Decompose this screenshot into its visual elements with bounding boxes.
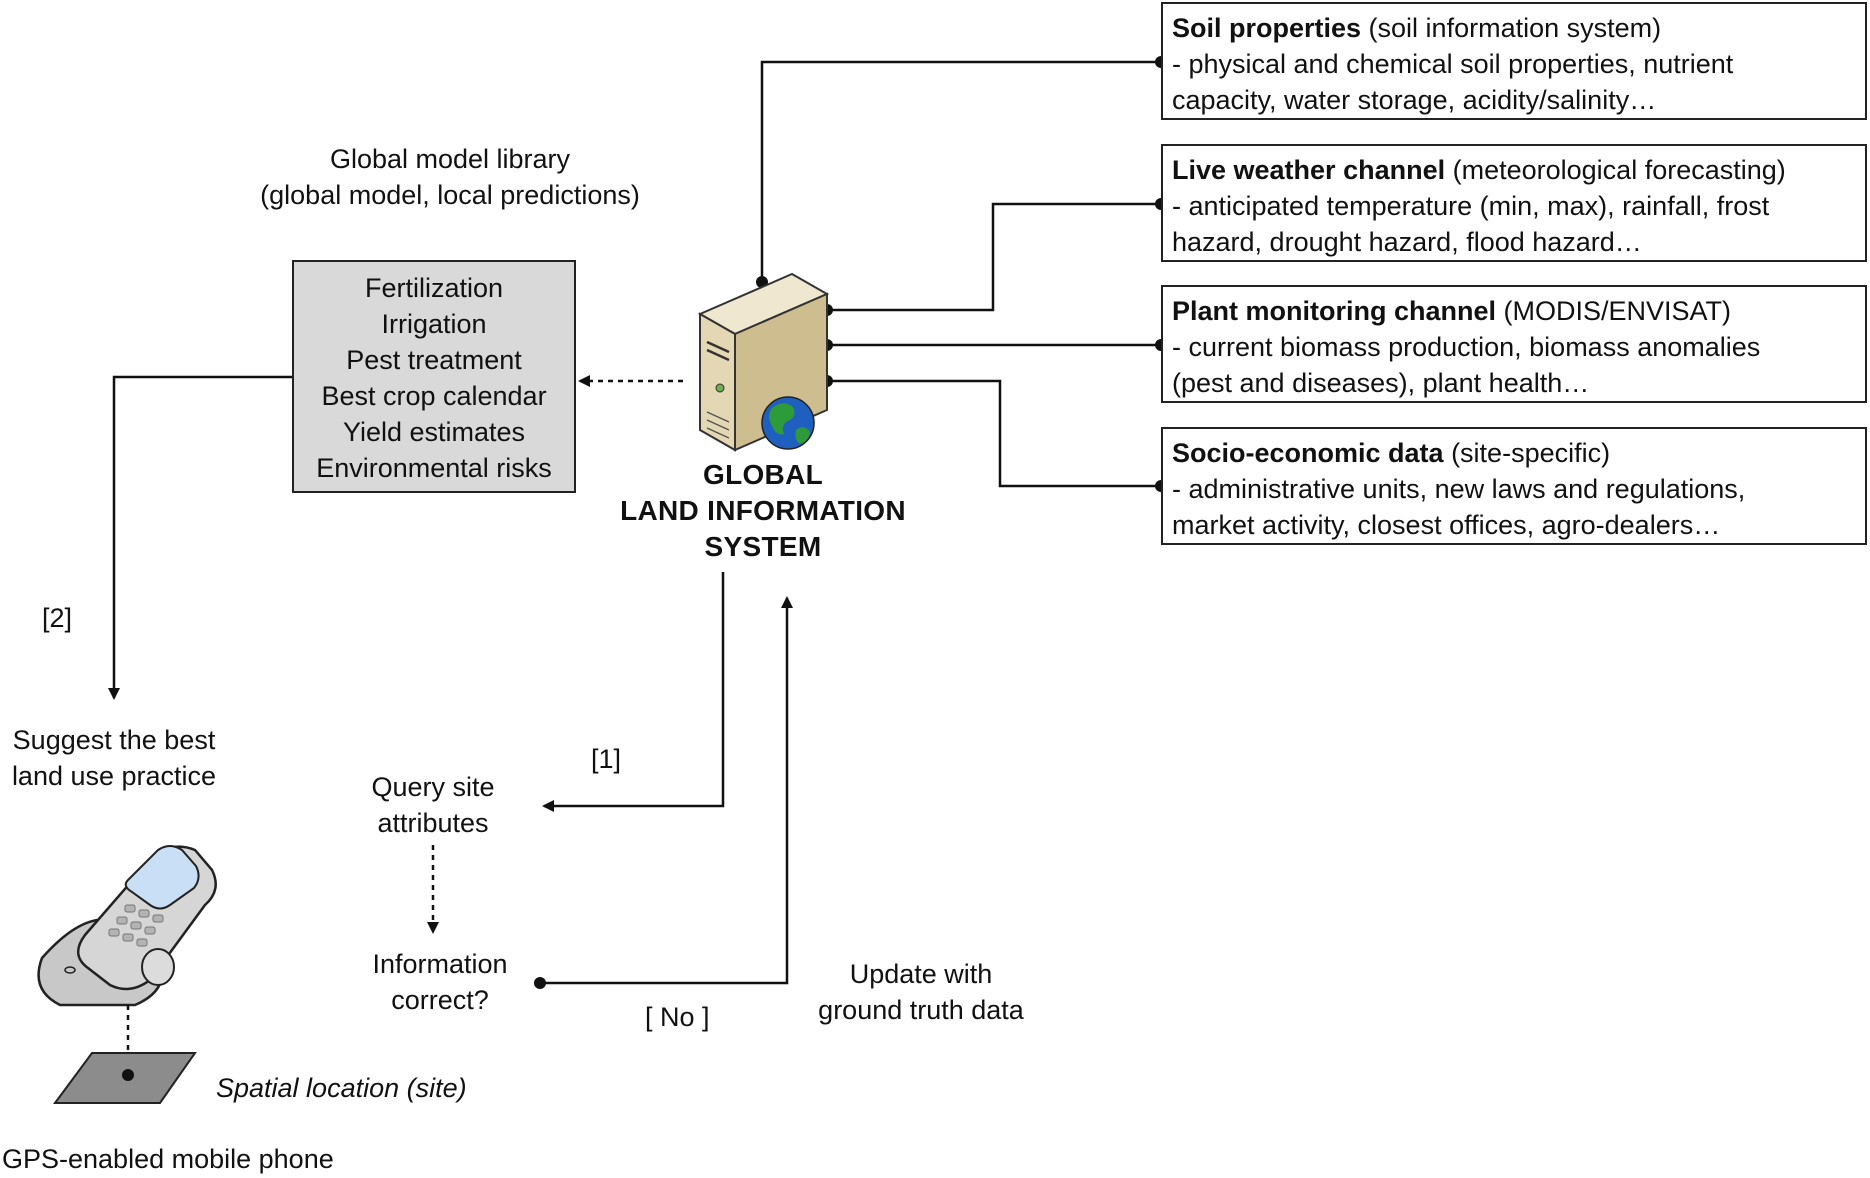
update-arrow (534, 596, 793, 989)
source-detail: hazard, drought hazard, flood hazard… (1172, 227, 1642, 257)
step-1-label: [1] (591, 744, 622, 774)
source-qualifier: (meteorological forecasting) (1445, 155, 1786, 185)
query-line: Query site (371, 772, 495, 802)
suggest-line: Suggest the best (12, 725, 216, 755)
query-line: attributes (377, 808, 489, 838)
model-item: Pest treatment (346, 345, 522, 375)
mobile-phone-icon (37, 845, 217, 1007)
system-title: GLOBAL LAND INFORMATION SYSTEM (600, 457, 926, 565)
model-item: Environmental risks (316, 453, 552, 483)
source-detail: (pest and diseases), plant health… (1172, 368, 1590, 398)
source-title: Plant monitoring channel (1172, 296, 1497, 326)
correct-line: correct? (391, 985, 489, 1015)
site-parcel (53, 1052, 197, 1104)
source-qualifier: (site-specific) (1443, 438, 1611, 468)
system-title-line: SYSTEM (704, 531, 822, 562)
update-line: Update with (849, 959, 993, 989)
source-detail: capacity, water storage, acidity/salinit… (1172, 85, 1657, 115)
model-item: Best crop calendar (321, 381, 547, 411)
weather-channel-box: Live weather channel (meteorological for… (1161, 144, 1867, 262)
soil-properties-box: Soil properties (soil information system… (1161, 2, 1867, 120)
source-qualifier: (soil information system) (1361, 13, 1662, 43)
caption-line: (global model, local predictions) (260, 180, 640, 210)
mobile-phone-label: GPS-enabled mobile phone (2, 1144, 334, 1174)
server-globe-icon (697, 272, 830, 452)
model-library-box: Fertilization Irrigation Pest treatment … (292, 260, 576, 493)
spatial-location-label: Spatial location (site) (216, 1073, 467, 1103)
weather-connector (821, 198, 1167, 316)
plant-connector (821, 339, 1167, 351)
source-title: Live weather channel (1172, 155, 1446, 185)
suggest-line: land use practice (11, 761, 217, 791)
plant-monitoring-box: Plant monitoring channel (MODIS/ENVISAT)… (1161, 285, 1867, 403)
suggest-practice-label: Suggest the best land use practice (0, 722, 228, 794)
information-correct-label: Information correct? (340, 946, 540, 1018)
no-label: [ No ] (645, 1002, 710, 1032)
source-detail: - physical and chemical soil properties,… (1172, 49, 1734, 79)
source-title: Soil properties (1172, 13, 1362, 43)
system-title-line: LAND INFORMATION (620, 495, 906, 526)
model-library-caption: Global model library (global model, loca… (230, 141, 670, 213)
suggest-arrow (108, 375, 292, 700)
soil-connector (756, 56, 1167, 288)
source-qualifier: (MODIS/ENVISAT) (1496, 296, 1732, 326)
step-2-label: [2] (42, 603, 73, 633)
model-item: Fertilization (364, 273, 504, 303)
model-item: Yield estimates (342, 417, 526, 447)
query-site-label: Query site attributes (342, 769, 524, 841)
update-line: ground truth data (818, 995, 1024, 1025)
system-title-line: GLOBAL (702, 459, 823, 490)
source-detail: - anticipated temperature (min, max), ra… (1172, 191, 1770, 221)
socio-economic-box: Socio-economic data (site-specific) - ad… (1161, 427, 1867, 545)
model-item: Irrigation (381, 309, 487, 339)
update-ground-truth-label: Update with ground truth data (800, 956, 1042, 1028)
source-detail: market activity, closest offices, agro-d… (1172, 510, 1721, 540)
caption-line: Global model library (329, 144, 571, 174)
correct-line: Information (372, 949, 508, 979)
source-title: Socio-economic data (1172, 438, 1444, 468)
query-arrow (542, 572, 725, 812)
source-detail: - administrative units, new laws and reg… (1172, 474, 1746, 504)
source-detail: - current biomass production, biomass an… (1172, 332, 1761, 362)
